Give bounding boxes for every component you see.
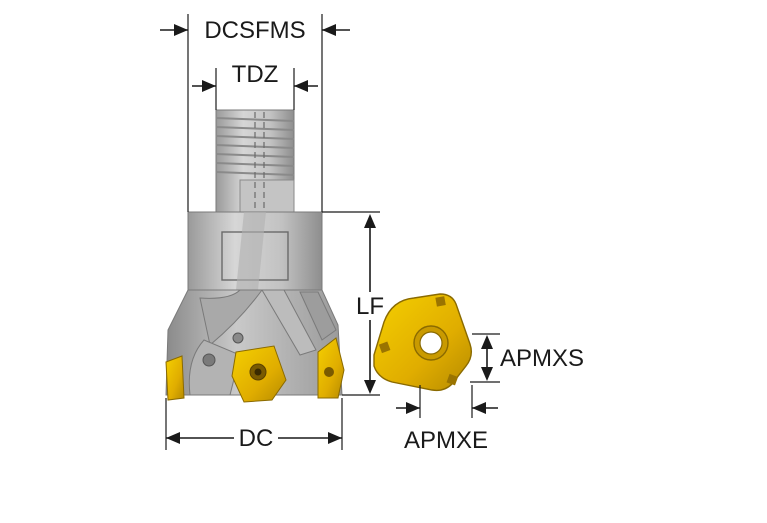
label-tdz: TDZ <box>232 61 279 88</box>
label-apmxe: APMXE <box>404 427 488 454</box>
dimension-apmxe: APMXE <box>396 402 498 454</box>
threaded-shank <box>215 109 295 330</box>
label-apmxs: APMXS <box>500 345 584 372</box>
label-lf: LF <box>356 293 384 320</box>
dimension-lf: LF <box>356 214 384 394</box>
cutter-insert-left <box>165 355 185 401</box>
dimension-apmxs: APMXS <box>481 335 584 381</box>
insert-detail <box>373 293 473 392</box>
dimension-tdz: TDZ <box>192 61 318 92</box>
dimension-dc: DC <box>166 425 342 452</box>
extension-lines <box>165 14 500 450</box>
cutter-insert-center <box>231 345 287 403</box>
cutter-body <box>187 211 323 291</box>
cutter-insert-right <box>317 337 345 399</box>
label-dcsfms: DCSFMS <box>204 17 305 44</box>
dimension-dcsfms: DCSFMS <box>160 17 350 44</box>
label-dc: DC <box>239 425 274 452</box>
cutter-head <box>165 289 343 396</box>
